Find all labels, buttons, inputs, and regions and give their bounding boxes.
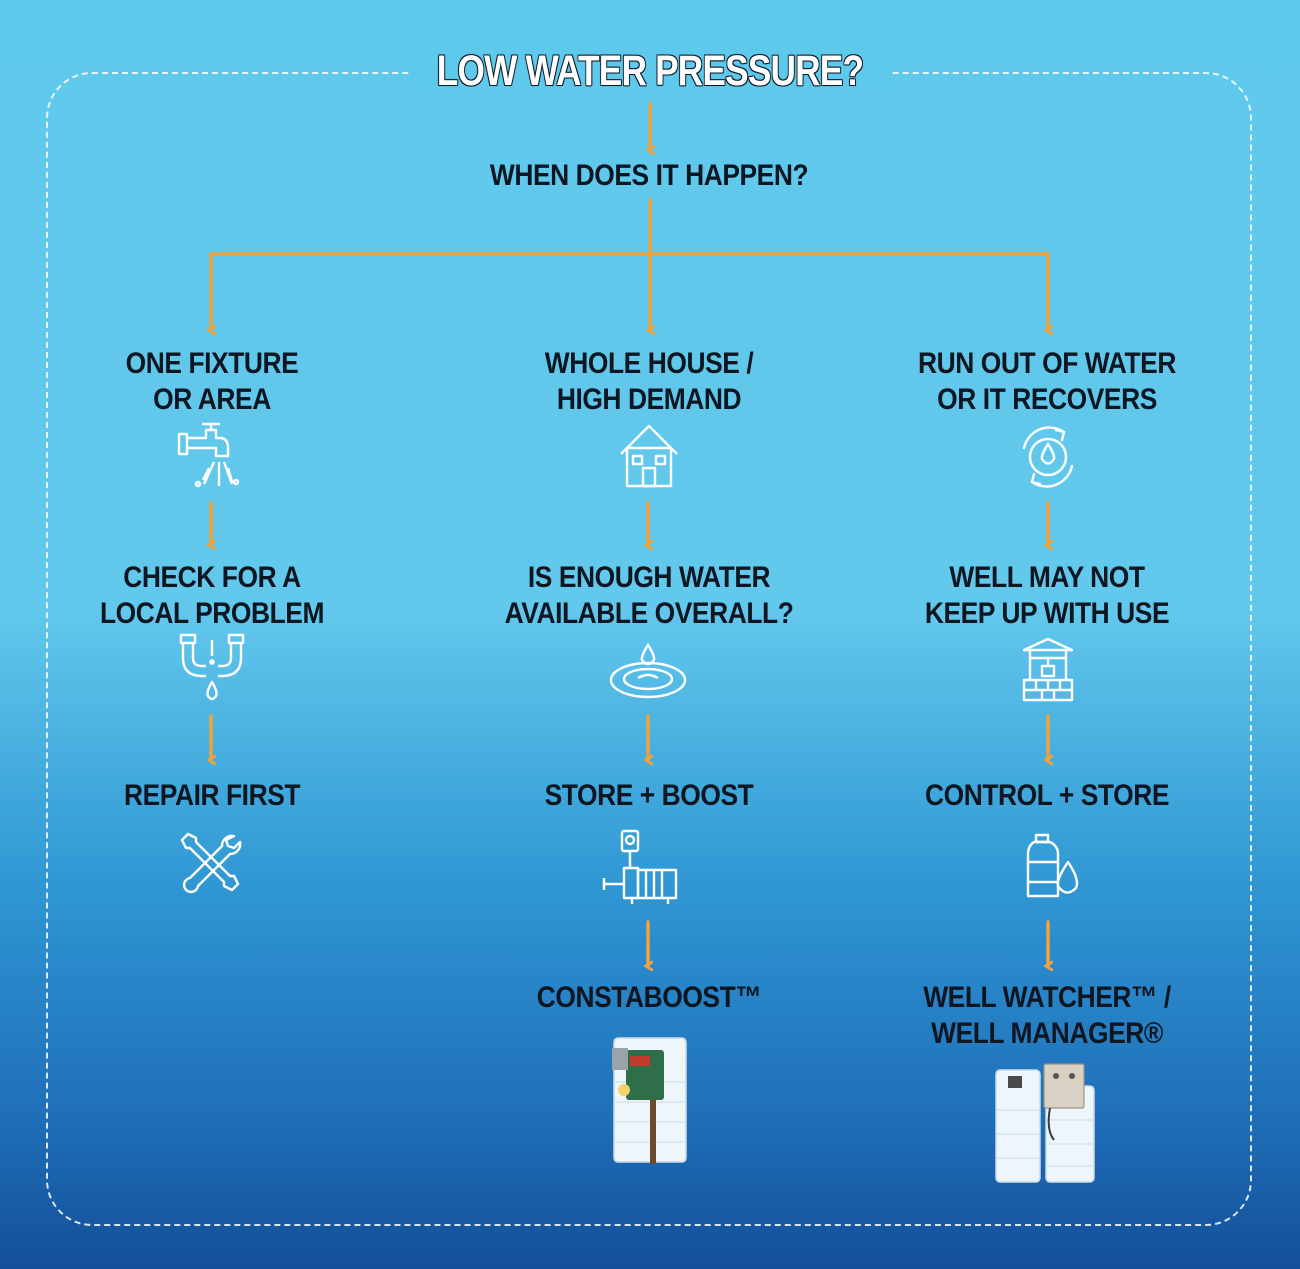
leaking-pipe-icon (179, 633, 245, 701)
branch-3-product-line-1: WELL WATCHER™ / (923, 981, 1171, 1014)
branch-1-step-line-1: CHECK FOR A (123, 561, 301, 594)
branch-2-product-name: CONSTABOOST™ (536, 981, 762, 1014)
branch-3-product-name: WELL WATCHER™ / WELL MANAGER® (853, 980, 1240, 1052)
wrench-screwdriver-icon (180, 832, 242, 894)
water-well-icon (1022, 637, 1074, 702)
branch-1-cause-line-2: OR AREA (153, 383, 271, 416)
branch-3-product-line-2: WELL MANAGER® (931, 1017, 1163, 1050)
faucet-icon (177, 422, 240, 488)
branch-3-cause-line-2: OR IT RECOVERS (937, 383, 1157, 416)
question-label: WHEN DOES IT HAPPEN? (489, 159, 809, 192)
branch-1-step-line-2: LOCAL PROBLEM (99, 597, 325, 630)
branch-2-cause-line-1: WHOLE HOUSE / (544, 347, 754, 380)
branch-2-step-line-1: IS ENOUGH WATER (527, 561, 771, 594)
title-backdrop (410, 60, 890, 88)
branch-1-step: CHECK FOR A LOCAL PROBLEM (18, 560, 405, 632)
branch-1-action: REPAIR FIRST (123, 779, 301, 812)
branch-3-step-line-2: KEEP UP WITH USE (924, 597, 1170, 630)
water-jug-icon (1026, 833, 1079, 898)
branch-1-cause-line-1: ONE FIXTURE (125, 347, 299, 380)
water-recycle-icon (1022, 426, 1074, 488)
branch-2-cause-line-2: HIGH DEMAND (556, 383, 742, 416)
branch-2-step: IS ENOUGH WATER AVAILABLE OVERALL? (455, 560, 842, 632)
branch-3-step: WELL MAY NOT KEEP UP WITH USE (853, 560, 1240, 632)
diagram-title: LOW WATER PRESSURE? (436, 47, 864, 95)
branch-2-cause: WHOLE HOUSE / HIGH DEMAND (455, 346, 842, 418)
branch-3-step-line-1: WELL MAY NOT (949, 561, 1145, 594)
house-icon (620, 424, 678, 488)
branch-2-step-line-2: AVAILABLE OVERALL? (504, 597, 794, 630)
branch-1-cause: ONE FIXTURE OR AREA (18, 346, 405, 418)
booster-pump-icon (602, 829, 678, 904)
branch-3-action: CONTROL + STORE (924, 779, 1169, 812)
constaboost-product-photo (612, 1037, 687, 1164)
well-manager-product-photo (995, 1063, 1095, 1183)
branch-3-cause-line-1: RUN OUT OF WATER (918, 347, 1176, 380)
branch-2-action: STORE + BOOST (544, 779, 754, 812)
water-drop-ripple-icon (609, 642, 687, 699)
branch-3-cause: RUN OUT OF WATER OR IT RECOVERS (853, 346, 1240, 418)
